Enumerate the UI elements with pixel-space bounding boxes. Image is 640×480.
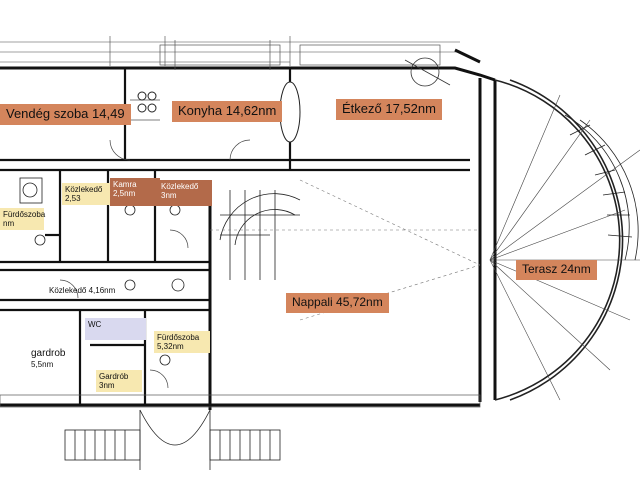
interior-walls bbox=[0, 68, 470, 405]
dining-table bbox=[404, 57, 451, 87]
room-label-terrace: Terasz 24nm bbox=[516, 260, 597, 280]
stove-burners bbox=[137, 91, 157, 113]
room-label-bathroom-2: Fürdőszoba 5,32nm bbox=[154, 331, 210, 354]
room-label-dining: Étkező 17,52nm bbox=[336, 99, 442, 120]
room-label-hallway-2: Közlekedő 3nm bbox=[158, 180, 212, 206]
room-label-bathroom-1: Fürdőszoba nm bbox=[0, 208, 45, 231]
door-swings bbox=[59, 139, 251, 389]
window-lines bbox=[0, 40, 481, 408]
room-label-wc: WC bbox=[85, 318, 146, 340]
room-label-guest-room: Vendég szoba 14,49 bbox=[0, 104, 131, 125]
terrace-stairs bbox=[564, 114, 639, 261]
room-label-hallway-3: Közlekedő 4,16nm bbox=[49, 286, 116, 295]
room-label-kitchen: Konyha 14,62nm bbox=[172, 101, 283, 122]
entry-steps bbox=[64, 409, 281, 470]
room-label-living-room: Nappali 45,72nm bbox=[286, 293, 389, 313]
room-label-pantry: Kamra 2,5nm bbox=[110, 178, 160, 206]
spiral-staircase bbox=[219, 190, 301, 280]
room-label-hallway-1: Közlekedő 2,53 bbox=[62, 183, 112, 206]
top-dimension-lines bbox=[0, 36, 460, 66]
terrace-rays bbox=[489, 94, 640, 401]
room-label-wardrobe-2: Gardrób 3nm bbox=[96, 370, 142, 393]
room-label-wardrobe-1: gardrob 5,5nm bbox=[28, 346, 69, 371]
terrace-outline bbox=[494, 79, 624, 401]
pass-through-opening bbox=[279, 81, 301, 143]
